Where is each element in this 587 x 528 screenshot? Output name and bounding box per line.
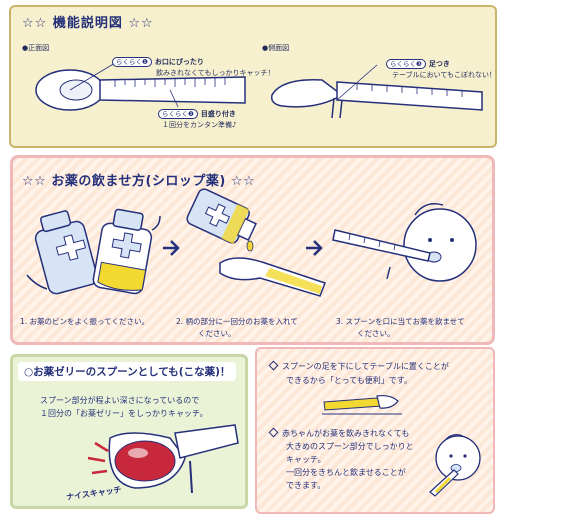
feature1-tag: らくらく❶	[112, 57, 152, 67]
diamond-bullet-icon	[268, 427, 279, 438]
diamond-bullet-icon	[268, 360, 279, 371]
pouring-medicine-illustration	[186, 188, 326, 297]
syrup-instructions-title: ☆☆ お薬の飲ませ方(シロップ薬) ☆☆	[22, 174, 256, 189]
tip2-line3: キャッチ。	[286, 455, 326, 464]
tip2-line5: できます。	[286, 481, 326, 490]
jelly-text-line2: １回分の「お薬ゼリー」をしっかりキャッチ。	[40, 409, 208, 418]
step3-text-line1: 3. スプーンを口に当てお薬を飲ませて	[336, 317, 465, 326]
tip1: スプーンの足を下にしてテーブルに置くことが	[268, 360, 449, 373]
baby-with-spoon-illustration	[429, 434, 481, 497]
arrow-right-icon-2	[306, 240, 323, 256]
jelly-spoon-title: ○お薬ゼリーのスプーンとしても(こな薬)！	[18, 362, 237, 381]
feature2-tag: らくらく❷	[158, 109, 198, 119]
feature3-subtext: テーブルにおいてもこぼれない！	[392, 71, 497, 79]
tip1-line2: できるから「とっても便利」です。	[286, 376, 412, 385]
baby-taking-medicine-illustration	[332, 203, 477, 282]
tip2: 赤ちゃんがお薬を飲みきれなくても	[268, 427, 410, 440]
step3-text-line2: ください。	[357, 329, 395, 338]
step1-text: 1. お薬のビンをよく振ってください。	[20, 317, 149, 326]
tip2-line4: 一回分をきちんと飲ませることが	[286, 468, 406, 477]
shaking-bottles-illustration	[26, 208, 161, 295]
tip2-line1: 赤ちゃんがお薬を飲みきれなくても	[282, 429, 410, 438]
arrow-right-icon-1	[163, 240, 180, 256]
feature3-text: 足つき	[428, 60, 450, 68]
feature1-subtext: 飲みきれなくてもしっかりキャッチ！	[156, 69, 275, 77]
feature1-text: お口にぴったり	[154, 58, 204, 66]
side-view-label: ●側面図	[262, 44, 290, 52]
function-diagram-title: ☆☆ 機能説明図 ☆☆	[22, 16, 154, 31]
tip2-line2: 大きめのスプーン部分でしっかりと	[286, 442, 414, 451]
tips-panel	[255, 347, 495, 514]
step2-text-line1: 2. 柄の部分に一回分のお薬を入れて	[176, 317, 298, 326]
step2-text-line2: ください。	[198, 329, 236, 338]
feature2-subtext: １回分をカンタン準備♪	[162, 121, 237, 129]
feature2-text: 目盛り付き	[200, 110, 236, 118]
spoon-front-view-illustration	[35, 62, 246, 111]
spoon-on-table-illustration	[322, 394, 402, 415]
jelly-spoon-illustration	[87, 424, 239, 494]
feature3-tag: らくらく❸	[386, 59, 426, 69]
jelly-text-line1: スプーン部分が程よい深さになっているので	[40, 396, 200, 405]
front-view-label: ●正面図	[22, 44, 50, 52]
spoon-side-view-illustration	[270, 64, 483, 119]
tip1-line1: スプーンの足を下にしてテーブルに置くことが	[282, 362, 449, 371]
